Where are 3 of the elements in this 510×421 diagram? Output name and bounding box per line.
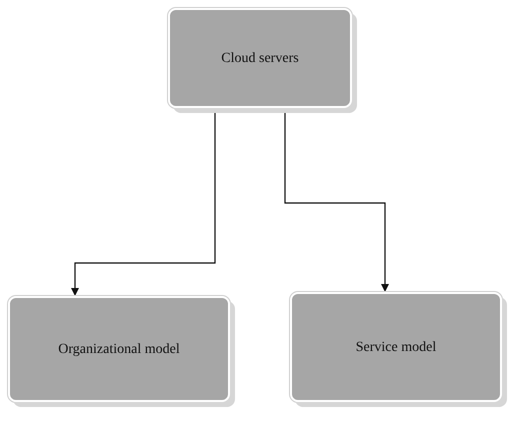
box-label: Service model (354, 338, 438, 356)
box-label: Organizational model (57, 340, 181, 358)
box-label: Cloud servers (220, 50, 300, 68)
